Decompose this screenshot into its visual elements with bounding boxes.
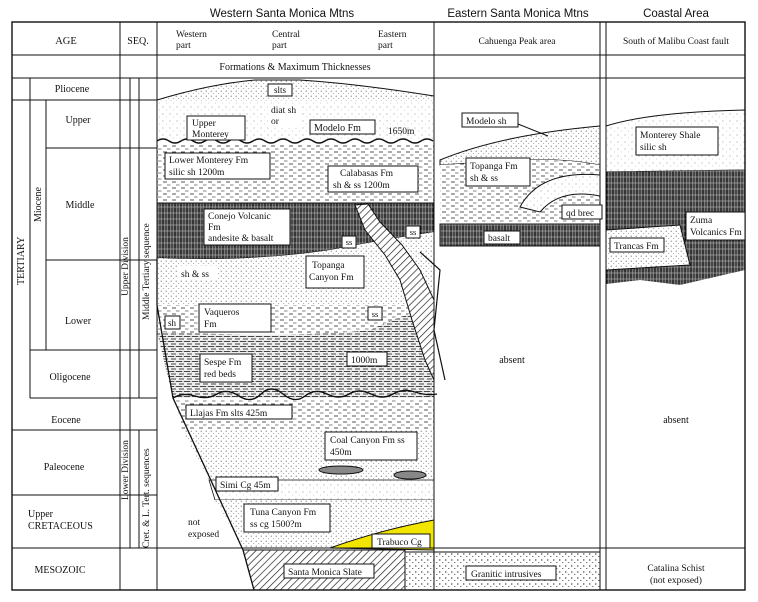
age-mesozoic: MESOZOIC — [34, 565, 85, 576]
age-upper-cret: Upper — [28, 509, 54, 520]
east-label-topanga-1: Topanga Fm — [470, 162, 518, 172]
coast-label-trancas: Trancas Fm — [614, 242, 659, 252]
seq-cret-l-tert: Cret. & L. Tert. sequences — [142, 448, 152, 548]
age-cretaceous: CRETACEOUS — [28, 521, 93, 532]
label-modelo: Modelo Fm — [314, 123, 361, 134]
grid-lines — [11, 21, 746, 591]
seq-middle-tertiary: Middle Tertiary sequence — [142, 223, 152, 320]
label-modelo-thick: 1650m — [388, 127, 415, 137]
label-central-part-2: part — [272, 41, 287, 51]
age-upper: Upper — [66, 115, 92, 126]
label-eastern-part-2: part — [378, 41, 393, 51]
east-label-topanga-2: sh & ss — [470, 174, 498, 184]
header-eastern: Eastern Santa Monica Mtns — [447, 8, 589, 20]
label-coal-canyon-2: 450m — [330, 448, 352, 458]
coast-label-zuma-2: Volcanics Fm — [690, 228, 742, 238]
label-sespe-2: red beds — [204, 370, 236, 380]
coast-label-catalina-1: Catalina Schist — [647, 564, 705, 574]
label-sespe-1: Sespe Fm — [204, 358, 242, 368]
age-paleocene: Paleocene — [44, 462, 85, 473]
age-tertiary: TERTIARY — [16, 237, 27, 285]
age-pliocene: Pliocene — [55, 84, 90, 95]
label-conejo-1: Conejo Volcanic — [208, 212, 271, 222]
seq-lower-division: Lower Division — [121, 440, 131, 500]
seq-upper-division: Upper Division — [121, 237, 131, 296]
label-tuna-canyon-2: ss cg 1500?m — [250, 520, 302, 530]
label-calabasas-1: Calabasas Fm — [340, 169, 394, 179]
eastern-labels: Modelo sh Topanga Fm sh & ss qd brec bas… — [461, 112, 603, 581]
age-miocene: Miocene — [33, 186, 44, 222]
east-label-qd-brec: qd brec — [566, 209, 594, 219]
header-western: Western Santa Monica Mtns — [210, 8, 354, 20]
coast-label-monterey-1: Monterey Shale — [640, 131, 700, 141]
label-vaqueros-2: Fm — [204, 320, 217, 330]
east-label-basalt: basalt — [488, 234, 511, 244]
age-lower: Lower — [65, 316, 92, 327]
formations-banner: Formations & Maximum Thicknesses — [219, 62, 370, 73]
label-diat-1: diat sh — [271, 106, 296, 116]
label-not-exposed-1: not — [188, 518, 201, 528]
east-fault — [419, 251, 446, 381]
label-eastern-part-1: Eastern — [378, 30, 407, 40]
label-simi: Simi Cg 45m — [220, 481, 271, 491]
label-sh: sh — [168, 318, 177, 328]
label-malibu: South of Malibu Coast fault — [623, 36, 729, 47]
coast-label-catalina-2: (not exposed) — [650, 575, 702, 586]
lens-2 — [393, 470, 427, 480]
label-upper-monterey-1: Upper — [192, 119, 217, 129]
western-labels: slts Upper Monterey diat sh or Modelo Fm… — [164, 83, 431, 579]
label-ss-3: ss — [372, 309, 379, 319]
label-calabasas-2: sh & ss 1200m — [333, 181, 390, 191]
label-tuna-canyon-1: Tuna Canyon Fm — [250, 508, 317, 518]
unconformity-lower — [172, 388, 438, 401]
header-coastal: Coastal Area — [643, 8, 709, 20]
label-santa-monica-slate: Santa Monica Slate — [288, 568, 362, 578]
label-seq: SEQ. — [127, 36, 148, 47]
label-ss-1: ss — [346, 237, 353, 247]
label-western-part-2: part — [176, 41, 191, 51]
label-topanga-canyon-1: Topanga — [312, 261, 345, 271]
label-lower-monterey-1: Lower Monterey Fm — [169, 156, 249, 166]
label-trabuco: Trabuco Cg — [377, 538, 422, 548]
sequence-column: Upper Division Middle Tertiary sequence … — [121, 223, 152, 548]
label-topanga-canyon-2: Canyon Fm — [309, 273, 354, 283]
label-central-part-1: Central — [272, 30, 300, 40]
lens-1 — [318, 465, 364, 475]
column-headers: Western Santa Monica Mtns Eastern Santa … — [55, 8, 729, 73]
label-vaqueros-1: Vaqueros — [204, 308, 240, 318]
label-coal-canyon-1: Coal Canyon Fm ss — [330, 436, 405, 446]
label-conejo-2: Fm — [208, 223, 221, 233]
label-cahuenga: Cahuenga Peak area — [478, 37, 556, 47]
label-llajas: Llajas Fm slts 425m — [190, 409, 268, 419]
label-slts: slts — [274, 85, 287, 95]
label-sespe-thick: 1000m — [351, 356, 378, 366]
label-age: AGE — [55, 36, 77, 47]
label-conejo-3: andesite & basalt — [208, 234, 274, 244]
coast-label-zuma-1: Zuma — [690, 216, 713, 226]
unconformity-upper — [156, 138, 434, 144]
label-upper-monterey-2: Monterey — [192, 130, 229, 140]
label-western-part-1: Western — [176, 30, 207, 40]
east-label-modelo: Modelo sh — [466, 117, 507, 127]
coast-label-absent: absent — [663, 415, 689, 426]
layer-topanga — [157, 232, 434, 305]
label-sh-ss: sh & ss — [181, 270, 209, 280]
east-label-absent: absent — [499, 355, 525, 366]
label-lower-monterey-2: silic sh 1200m — [169, 168, 225, 178]
age-column: TERTIARY Miocene Pliocene Upper Middle L… — [16, 84, 95, 576]
coast-label-monterey-2: silic sh — [640, 143, 667, 153]
age-middle: Middle — [66, 200, 95, 211]
age-oligocene: Oligocene — [49, 372, 91, 383]
age-eocene: Eocene — [51, 415, 81, 426]
label-ss-2: ss — [410, 227, 417, 237]
label-diat-2: or — [271, 117, 280, 127]
east-label-granitic: Granitic intrusives — [471, 570, 542, 580]
coastal-labels: Monterey Shale silic sh Zuma Volcanics F… — [609, 126, 746, 586]
label-not-exposed-2: exposed — [188, 530, 219, 540]
